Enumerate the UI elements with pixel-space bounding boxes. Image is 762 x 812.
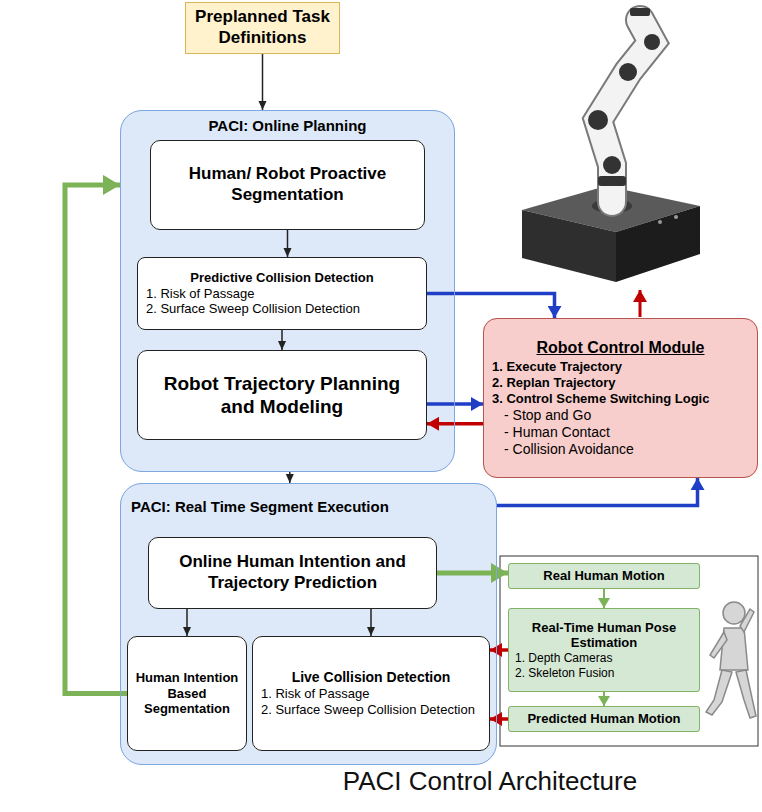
node-fill [120,110,455,472]
robot-illustration [522,8,700,282]
flow-arrow [65,185,127,694]
node-fill [150,140,425,230]
robot-base-dot [658,220,662,224]
motion-box: Real Human Motion [508,563,700,589]
process-box: Live Collision Detection1. Risk of Passa… [252,636,490,751]
flow-arrow [289,472,291,483]
node-fill [127,636,247,751]
process-box: Predictive Collision Detection1. Risk of… [137,257,427,330]
node-title: Human/ Robot Proactive Segmentation [161,164,414,205]
robot-arm [598,20,652,202]
node-fill [137,257,427,330]
robot-base-dot [674,215,678,219]
flow-arrow [427,294,555,319]
node-title: Real-Time Human Pose Estimation [515,620,693,652]
flow-arrow [370,609,372,636]
node-fill [508,608,700,692]
node-item: 1. Execute Trajectory [492,359,749,375]
flow-arrow [287,230,289,257]
execution-panel: PACI: Real Time Segment ExecutionOnline … [120,483,497,765]
control-to-robot-arrow [639,290,642,317]
robot-base-front [616,206,700,282]
flow-arrow [186,609,188,636]
node-title: Real Human Motion [513,568,695,584]
node-fill [148,537,437,609]
node-item: 1. Depth Cameras [515,651,693,666]
node-fills [120,2,758,765]
flow-arrow [427,402,483,406]
process-box: Human Intention Based Segmentation [127,636,247,751]
flow-arrow [497,478,698,506]
node-item: 1. Risk of Passage [261,686,481,702]
node-title: Human Intention Based Segmentation [134,670,240,718]
flow-arrow [262,54,264,110]
control-module-box: Robot Control Module1. Execute Trajector… [483,318,758,478]
process-box: Online Human Intention and Trajectory Pr… [148,537,437,609]
node-item: 2. Surface Sweep Collision Detection [146,301,418,317]
node-title: Preplanned Task Definitions [192,7,333,48]
motion-box: Real-Time Human Pose Estimation1. Depth … [508,608,700,692]
node-title: Online Human Intention and Trajectory Pr… [159,552,426,593]
motion-box: Predicted Human Motion [508,706,700,732]
flow-arrow [603,589,605,608]
node-item: - Human Contact [504,424,749,441]
node-fill [120,483,497,765]
node-item: - Collision Avoidance [504,441,749,458]
human-motion-panel [500,556,758,746]
flow-arrow [427,422,483,426]
node-item: 1. Risk of Passage [146,286,418,302]
figure-caption: PACI Control Architecture [250,766,730,797]
node-item: 2. Replan Trajectory [492,375,749,391]
node-title: Predicted Human Motion [513,711,695,727]
robot-joints [588,8,660,186]
process-box: Robot Trajectory Planning and Modeling [137,350,427,440]
flow-arrow [490,717,508,721]
human-figure [706,602,756,718]
node-title: Live Collision Detection [261,669,481,686]
process-box: Human/ Robot Proactive Segmentation [150,140,425,230]
node-item: - Stop and Go [504,407,749,424]
node-item: 2. Surface Sweep Collision Detection [261,702,481,718]
node-fill [252,636,490,751]
node-fill [508,563,700,589]
node-fill [137,350,427,440]
node-title: Robot Trajectory Planning and Modeling [148,372,416,418]
task-box: Preplanned Task Definitions [185,2,340,54]
node-fill [185,2,340,54]
node-title: PACI: Online Planning [129,117,446,135]
flow-arrow [603,692,605,706]
node-title: PACI: Real Time Segment Execution [131,498,486,516]
node-title: Predictive Collision Detection [146,270,418,286]
flow-arrow [490,648,508,652]
flow-arrow [281,330,283,350]
robot-base-side [522,210,616,282]
node-fill [508,706,700,732]
node-item: 3. Control Scheme Switching Logic [492,391,749,407]
planning-panel: PACI: Online PlanningHuman/ Robot Proact… [120,110,455,472]
node-fill [483,318,758,478]
flow-arrow [437,571,508,576]
node-item: 2. Skeleton Fusion [515,666,693,681]
node-title: Robot Control Module [492,338,749,358]
